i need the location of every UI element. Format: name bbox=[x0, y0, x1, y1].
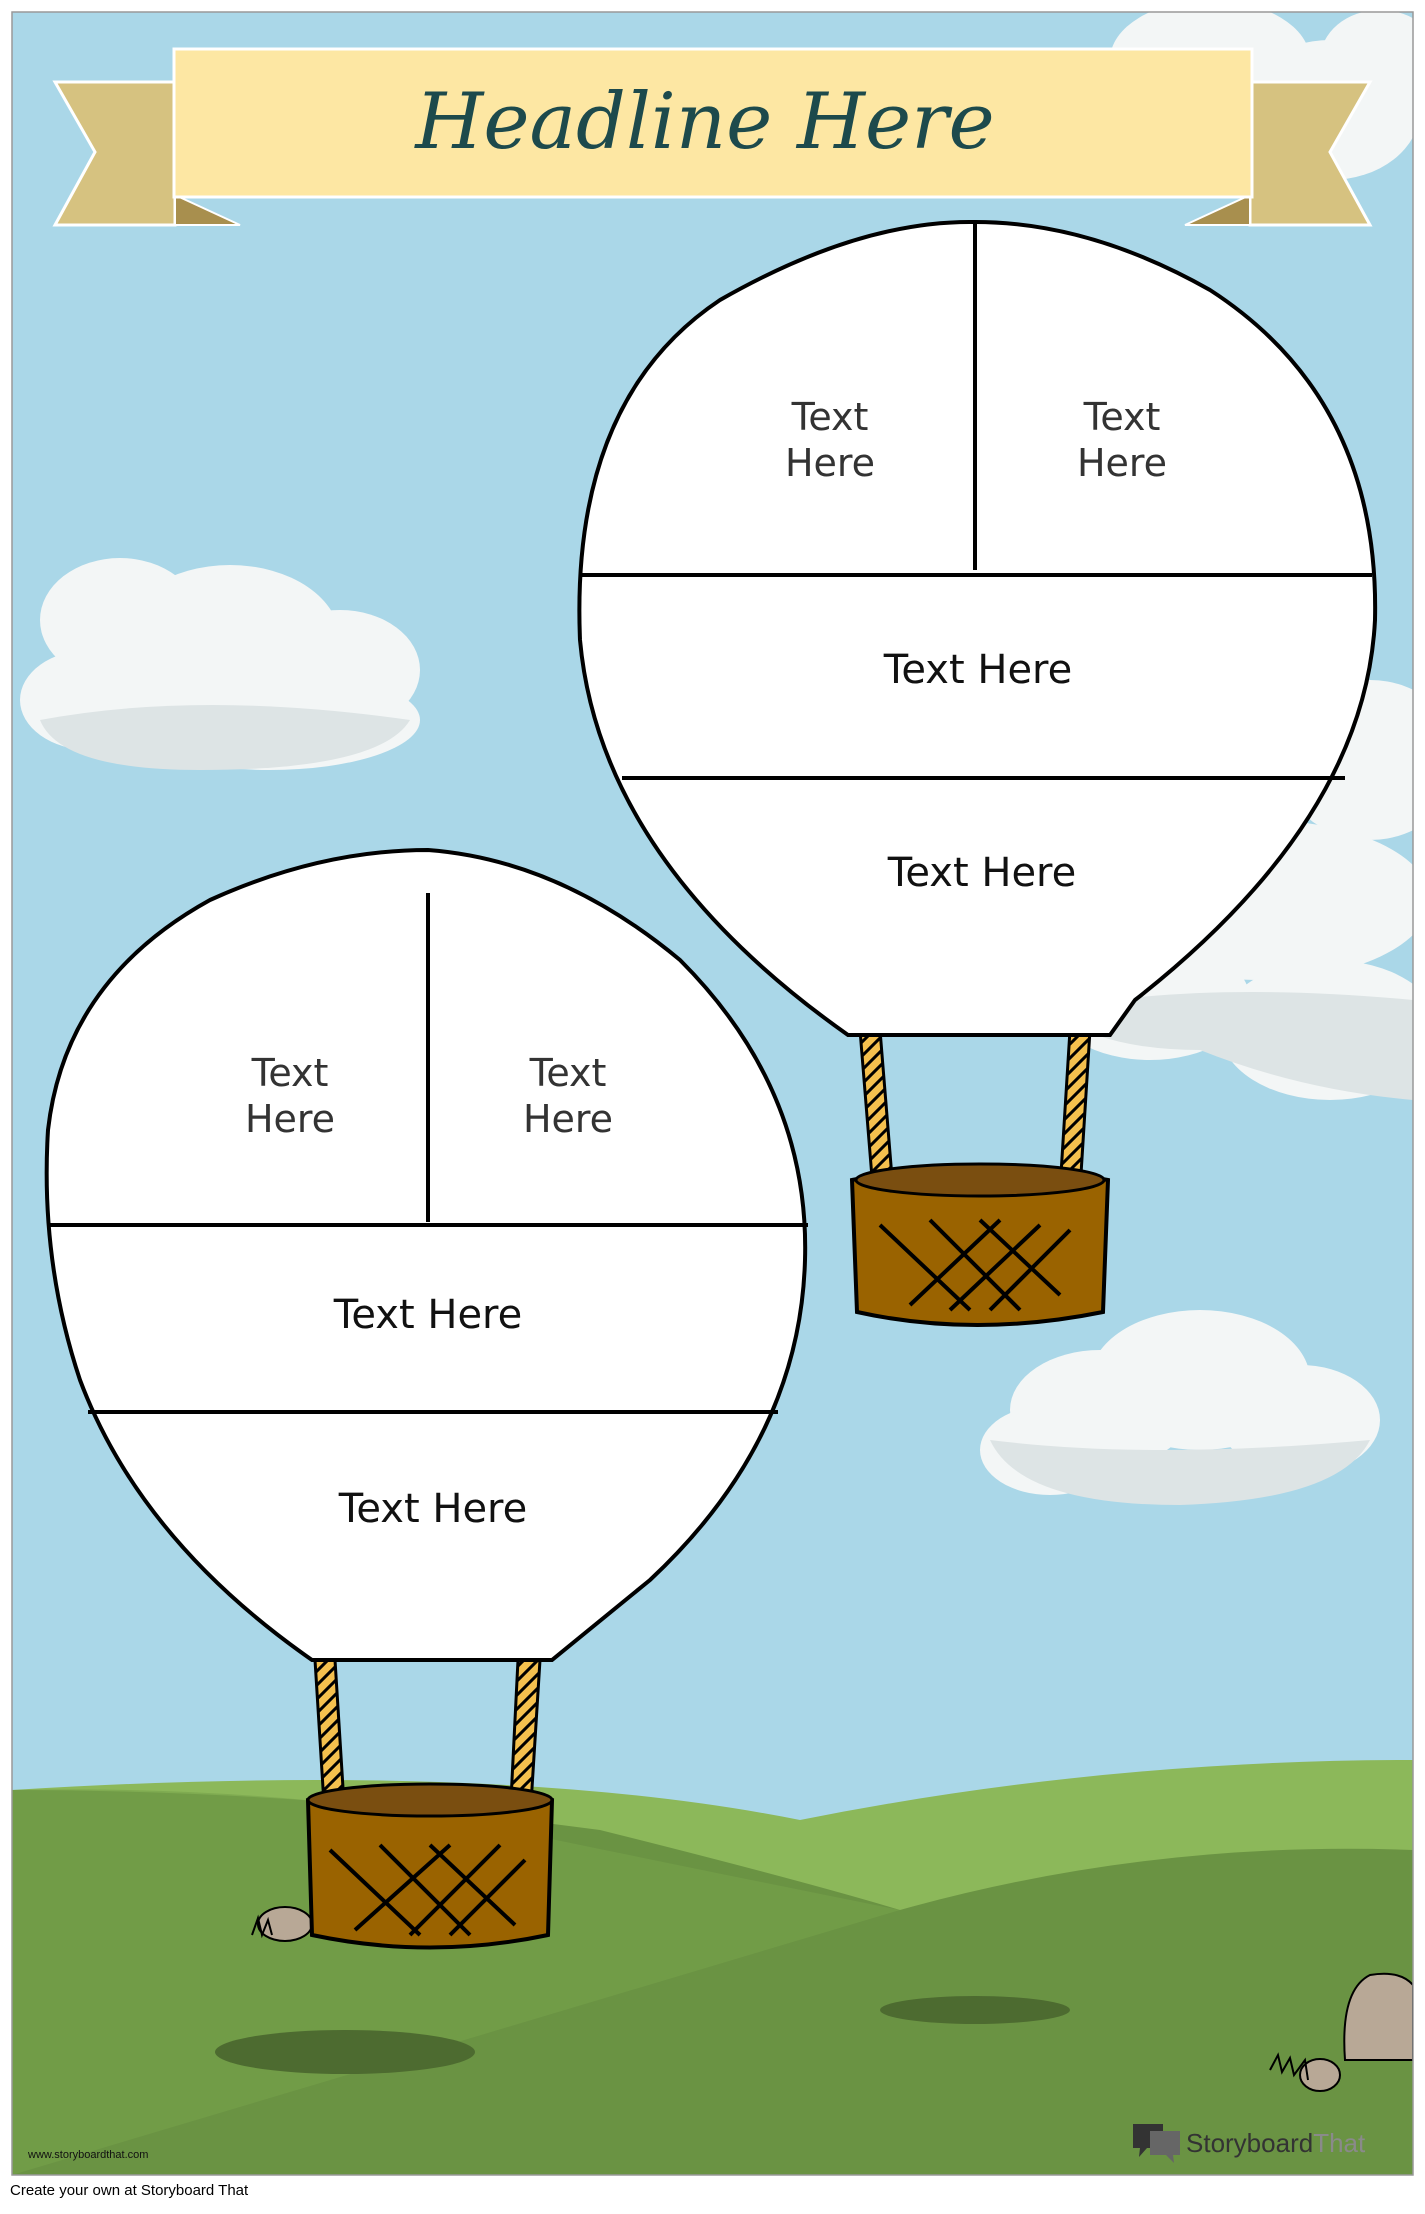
balloon1-top-right-text-line1[interactable]: Text bbox=[1083, 395, 1161, 439]
footer-link[interactable]: Create your own at Storyboard That bbox=[10, 2182, 249, 2199]
balloon-envelope bbox=[44, 847, 808, 1662]
balloon1-bottom-text[interactable]: Text Here bbox=[887, 850, 1076, 896]
watermark-url: www.storyboardthat.com bbox=[27, 2149, 148, 2161]
banner-ribbon-right bbox=[1248, 80, 1373, 227]
headline-text[interactable]: Headline Here bbox=[413, 77, 994, 167]
balloon-upper-right: Text Here Text Here Text Here Text Here bbox=[577, 219, 1378, 1327]
brand-name-part2: That bbox=[1313, 2128, 1366, 2158]
banner-main bbox=[172, 47, 1254, 199]
balloon-shadow-right bbox=[880, 1996, 1070, 2024]
brand-name-part1: Storyboard bbox=[1186, 2128, 1313, 2158]
balloon2-top-right-text-line1[interactable]: Text bbox=[529, 1051, 607, 1095]
balloon2-middle-text[interactable]: Text Here bbox=[333, 1292, 522, 1338]
svg-text:StoryboardThat: StoryboardThat bbox=[1186, 2128, 1366, 2158]
basket bbox=[305, 1782, 555, 1950]
basket bbox=[849, 1162, 1111, 1327]
storyboardthat-logo: StoryboardThat bbox=[1133, 2124, 1366, 2163]
balloon2-top-left-text-line2[interactable]: Here bbox=[245, 1097, 335, 1141]
footer-bar: Create your own at Storyboard That bbox=[0, 2176, 1425, 2214]
banner-ribbon-left bbox=[52, 80, 177, 227]
balloon-shadow-left bbox=[215, 2030, 475, 2074]
balloon2-top-left-text-line1[interactable]: Text bbox=[251, 1051, 329, 1095]
hill-left-dark bbox=[12, 1789, 900, 2175]
balloon1-top-left-text-line1[interactable]: Text bbox=[791, 395, 869, 439]
cloud-right-lower bbox=[980, 1310, 1380, 1505]
poster-frame bbox=[11, 11, 1414, 2176]
balloon1-top-right-text-line2[interactable]: Here bbox=[1077, 441, 1167, 485]
balloon2-top-right-text-line2[interactable]: Here bbox=[523, 1097, 613, 1141]
rock-right bbox=[1269, 1972, 1413, 2092]
balloon1-top-left-text-line2[interactable]: Here bbox=[785, 441, 875, 485]
cloud-left bbox=[20, 558, 420, 770]
balloon-envelope bbox=[577, 219, 1378, 1037]
balloon2-bottom-text[interactable]: Text Here bbox=[338, 1486, 527, 1532]
balloon-lower-left: Text Here Text Here Text Here Text Here bbox=[44, 847, 808, 1950]
balloon1-middle-text[interactable]: Text Here bbox=[883, 647, 1072, 693]
headline-banner: Headline Here bbox=[52, 47, 1373, 227]
